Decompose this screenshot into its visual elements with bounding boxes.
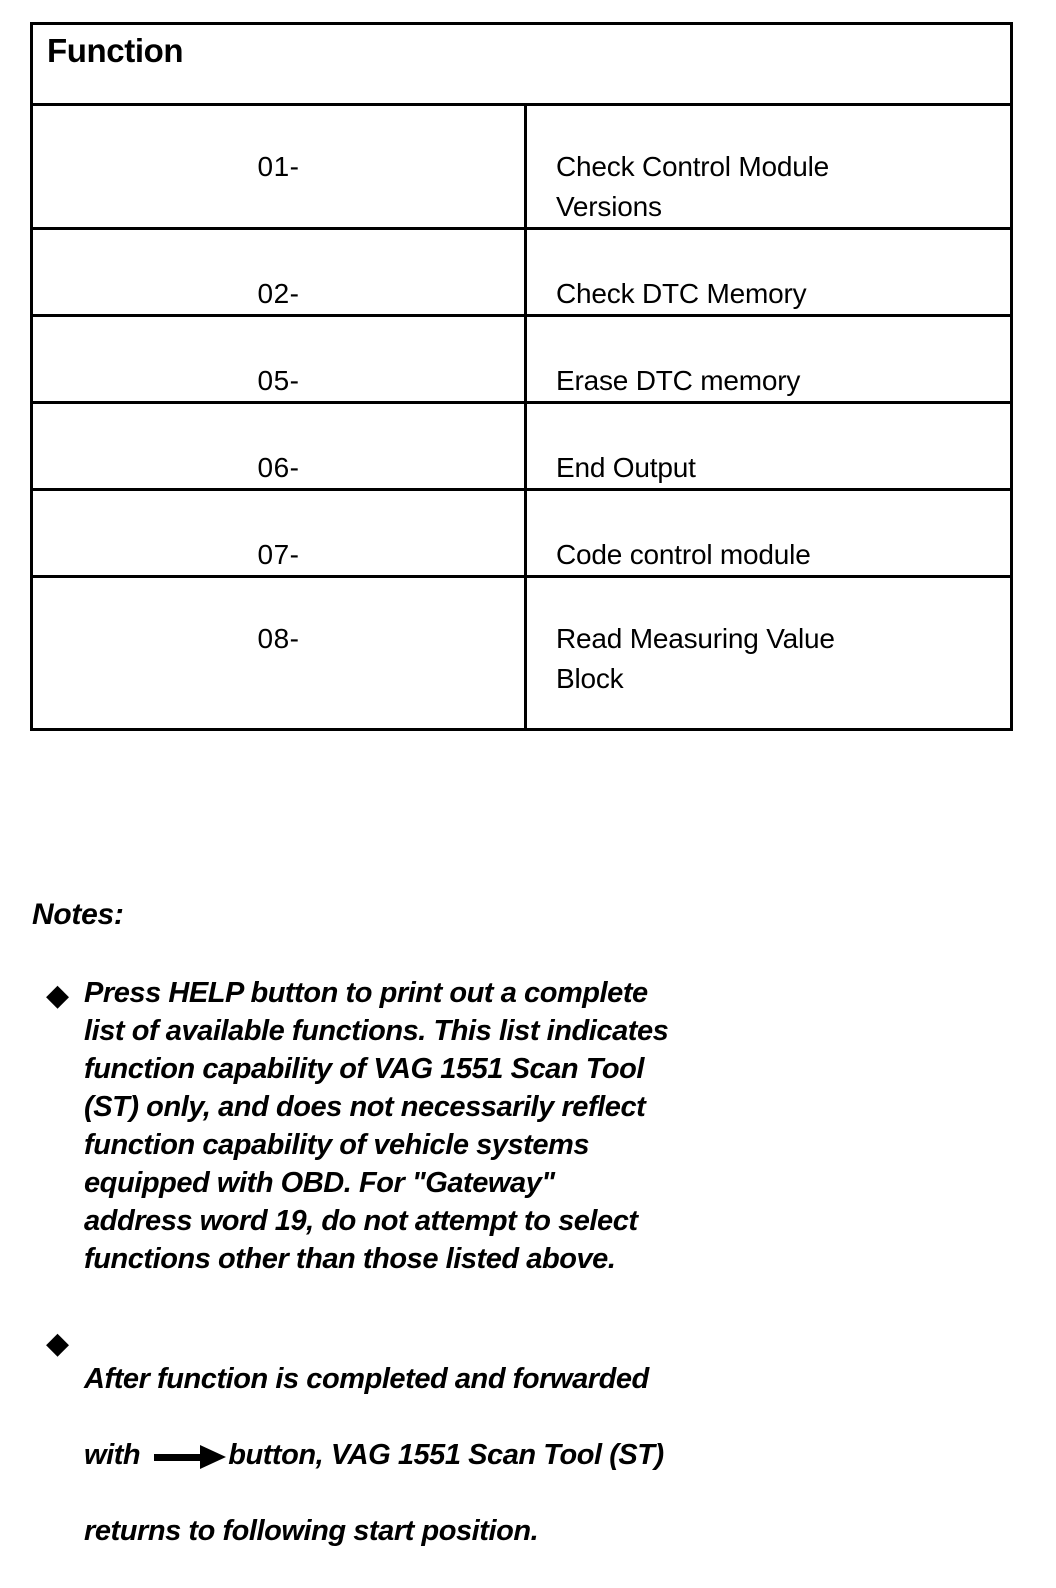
table-row: 05- Erase DTC memory bbox=[30, 314, 1013, 404]
function-description-cell: Read Measuring Value Block bbox=[524, 575, 1013, 731]
table-row: 06- End Output bbox=[30, 401, 1013, 491]
notes-heading: Notes: bbox=[32, 898, 124, 931]
arrow-shaft bbox=[154, 1454, 207, 1461]
function-code-label: 06- bbox=[257, 452, 300, 483]
function-code-label: 02- bbox=[257, 278, 300, 309]
function-code-label: 05- bbox=[257, 365, 300, 396]
function-description-label: Check Control Module Versions bbox=[556, 151, 830, 222]
note-line: with button, VAG 1551 Scan Tool (ST) bbox=[84, 1436, 1032, 1474]
note-line: After function is completed and forwarde… bbox=[84, 1363, 649, 1395]
function-table: Function 01- Check Control Module Versio… bbox=[30, 22, 1013, 731]
table-header-label: Function bbox=[47, 32, 184, 69]
note-text: Press HELP button to print out a complet… bbox=[84, 977, 669, 1275]
right-arrow-icon bbox=[154, 1445, 228, 1469]
function-code-cell: 07- bbox=[30, 488, 527, 578]
function-description-cell: Erase DTC memory bbox=[524, 314, 1013, 404]
diamond-bullet-icon: ◆ bbox=[46, 1326, 70, 1361]
function-description-label: Code control module bbox=[556, 539, 811, 570]
table-row: 01- Check Control Module Versions bbox=[30, 103, 1013, 230]
function-description-label: End Output bbox=[556, 452, 696, 483]
function-code-label: 07- bbox=[257, 539, 300, 570]
table-row: 07- Code control module bbox=[30, 488, 1013, 578]
function-description-label: Erase DTC memory bbox=[556, 365, 801, 396]
function-code-label: 01- bbox=[257, 151, 300, 182]
note-line-suffix: button, VAG 1551 Scan Tool (ST) bbox=[228, 1439, 664, 1471]
function-description-cell: End Output bbox=[524, 401, 1013, 491]
table-row: 02- Check DTC Memory bbox=[30, 227, 1013, 317]
note-item: ◆ After function is completed and forwar… bbox=[32, 1322, 1032, 1588]
function-description-cell: Code control module bbox=[524, 488, 1013, 578]
diamond-bullet-icon: ◆ bbox=[46, 978, 70, 1013]
note-item: ◆ Press HELP button to print out a compl… bbox=[32, 974, 1032, 1278]
function-code-cell: 06- bbox=[30, 401, 527, 491]
function-code-cell: 05- bbox=[30, 314, 527, 404]
function-code-label: 08- bbox=[257, 623, 300, 654]
function-table-body: Function 01- Check Control Module Versio… bbox=[30, 22, 1013, 731]
note-text: After function is completed and forwarde… bbox=[84, 1322, 1032, 1588]
table-header-cell: Function bbox=[30, 22, 1013, 106]
table-row: 08- Read Measuring Value Block bbox=[30, 575, 1013, 731]
table-header-row: Function bbox=[30, 22, 1013, 106]
note-line: returns to following start position. bbox=[84, 1515, 539, 1547]
function-code-cell: 08- bbox=[30, 575, 527, 731]
note-line-prefix: with bbox=[84, 1439, 141, 1471]
arrow-head bbox=[200, 1445, 227, 1469]
function-description-cell: Check DTC Memory bbox=[524, 227, 1013, 317]
notes-section: Notes: ◆ Press HELP button to print out … bbox=[32, 896, 1032, 1588]
function-description-label: Read Measuring Value Block bbox=[556, 623, 835, 694]
function-code-cell: 01- bbox=[30, 103, 527, 230]
function-code-cell: 02- bbox=[30, 227, 527, 317]
function-description-label: Check DTC Memory bbox=[556, 278, 807, 309]
function-description-cell: Check Control Module Versions bbox=[524, 103, 1013, 230]
